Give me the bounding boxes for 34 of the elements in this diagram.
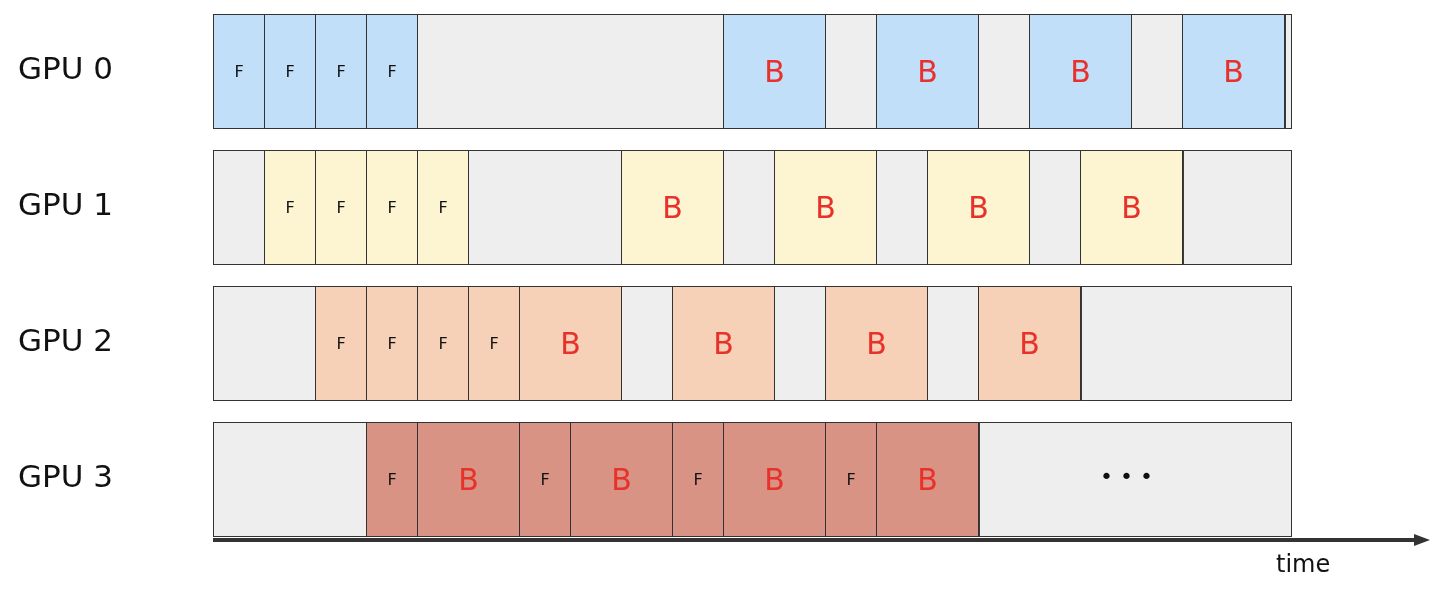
backward-block: B xyxy=(876,14,979,129)
gpu-label: GPU 1 xyxy=(18,186,113,222)
gpu-label: GPU 0 xyxy=(18,50,113,86)
gpu-label: GPU 2 xyxy=(18,322,113,358)
forward-block: F xyxy=(366,286,418,401)
forward-block: F xyxy=(366,150,418,265)
gpu-label: GPU 3 xyxy=(18,458,113,494)
forward-block: F xyxy=(315,286,367,401)
backward-block: B xyxy=(927,150,1030,265)
forward-block: F xyxy=(825,422,877,537)
forward-block: F xyxy=(417,150,469,265)
backward-block: B xyxy=(825,286,928,401)
backward-block: B xyxy=(621,150,724,265)
backward-block: B xyxy=(1029,14,1132,129)
forward-block: F xyxy=(264,14,316,129)
backward-block: B xyxy=(723,14,826,129)
axis-label: time xyxy=(1276,550,1331,578)
ellipsis: • • • xyxy=(1100,464,1153,489)
forward-block: F xyxy=(315,14,367,129)
backward-block: B xyxy=(519,286,622,401)
backward-block: B xyxy=(774,150,877,265)
backward-block: B xyxy=(417,422,520,537)
forward-block: F xyxy=(213,14,265,129)
forward-block: F xyxy=(366,14,418,129)
backward-block: B xyxy=(672,286,775,401)
forward-block: F xyxy=(315,150,367,265)
forward-block: F xyxy=(264,150,316,265)
forward-block: F xyxy=(672,422,724,537)
forward-block: F xyxy=(366,422,418,537)
forward-block: F xyxy=(417,286,469,401)
backward-block: B xyxy=(723,422,826,537)
forward-block: F xyxy=(468,286,520,401)
backward-block: B xyxy=(570,422,673,537)
forward-block: F xyxy=(519,422,571,537)
